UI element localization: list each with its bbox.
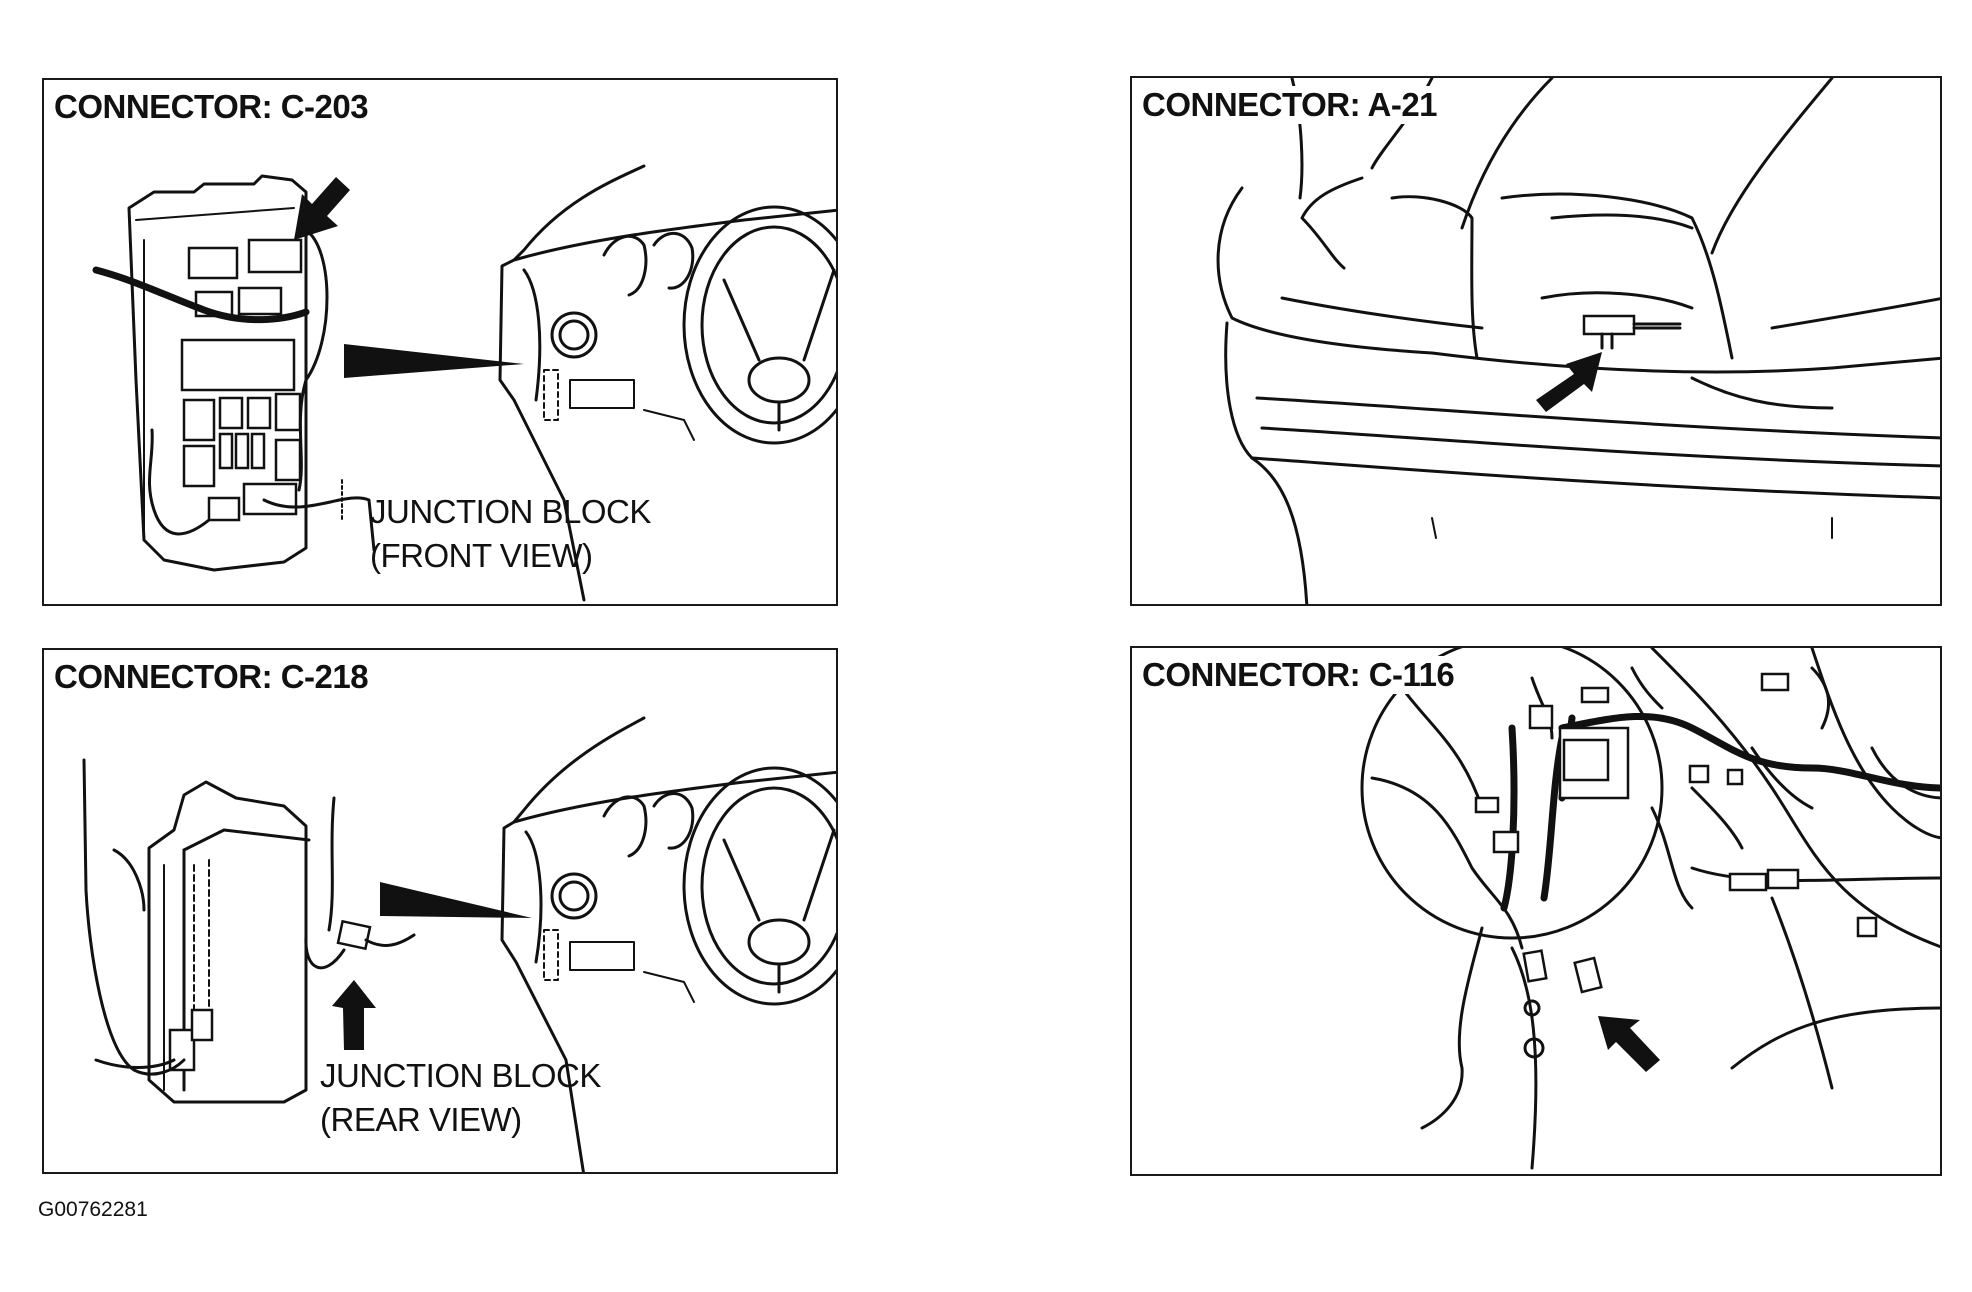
panel-connector-a21: CONNECTOR: A-21 (1130, 76, 1942, 606)
junction-block-front-illustration (92, 164, 836, 602)
caption-line-2: (FRONT VIEW) (370, 537, 593, 574)
panel-title: CONNECTOR: C-203 (54, 88, 373, 126)
harness-c116-illustration (1360, 648, 1940, 1170)
caption-line-1: JUNCTION BLOCK (370, 493, 651, 530)
panel-connector-c218: CONNECTOR: C-218 (42, 648, 838, 1174)
figure-id: G00762281 (38, 1198, 148, 1221)
caption-line-1: JUNCTION BLOCK (320, 1057, 601, 1094)
front-bumper-illustration (1216, 78, 1940, 604)
panel-title: CONNECTOR: A-21 (1142, 86, 1442, 124)
panel-title: CONNECTOR: C-116 (1142, 656, 1459, 694)
junction-block-rear-caption: JUNCTION BLOCK (REAR VIEW) (320, 1054, 601, 1142)
caption-line-2: (REAR VIEW) (320, 1101, 522, 1138)
junction-block-rear-illustration (82, 716, 836, 1172)
panel-title: CONNECTOR: C-218 (54, 658, 373, 696)
junction-block-front-caption: JUNCTION BLOCK (FRONT VIEW) (370, 490, 651, 578)
panel-connector-c116: CONNECTOR: C-116 (1130, 646, 1942, 1176)
panel-connector-c203: CONNECTOR: C-203 (42, 78, 838, 606)
